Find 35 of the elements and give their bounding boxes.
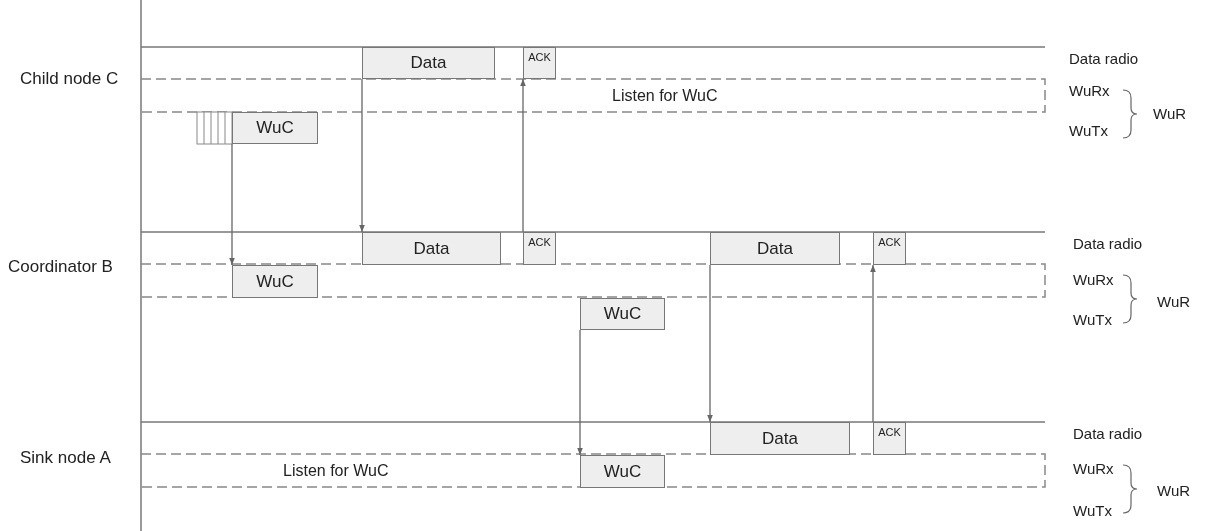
frame-box: Data — [710, 422, 850, 455]
frame-box: WuC — [580, 455, 665, 488]
frame-box: WuC — [580, 298, 665, 330]
row-label: WuTx — [1073, 310, 1112, 328]
row-label: WuTx — [1069, 121, 1108, 139]
row-label: WuRx — [1073, 459, 1114, 477]
ack-frame-box: ACK — [523, 232, 556, 265]
band-label: Listen for WuC — [612, 87, 718, 105]
arrow — [577, 329, 583, 456]
lane-name: Sink node A — [20, 448, 111, 468]
frame-box: Data — [710, 232, 840, 265]
group-label: WuR — [1157, 292, 1191, 310]
arrow — [707, 264, 713, 423]
row-label: WuRx — [1073, 270, 1114, 288]
ack-frame-box: ACK — [873, 232, 906, 265]
lane-name: Child node C — [20, 69, 119, 89]
arrow — [870, 264, 876, 423]
ack-frame-box: ACK — [873, 422, 906, 455]
frame-box: Data — [362, 232, 501, 265]
frame-box: WuC — [232, 112, 318, 144]
frame-box: WuC — [232, 265, 318, 298]
lane-name: Coordinator B — [8, 257, 113, 277]
row-label: Data radio — [1069, 49, 1139, 67]
arrow — [229, 143, 235, 266]
group-label: WuR — [1153, 104, 1187, 122]
row-label: Data radio — [1073, 424, 1143, 442]
row-label: Data radio — [1073, 234, 1143, 252]
group-label: WuR — [1157, 481, 1191, 499]
frame-box: Data — [362, 47, 495, 79]
band-label: Listen for WuC — [283, 462, 389, 480]
row-label: WuRx — [1069, 81, 1110, 99]
arrow — [359, 78, 365, 233]
row-label: WuTx — [1073, 501, 1112, 519]
arrow — [520, 78, 526, 233]
ack-frame-box: ACK — [523, 47, 556, 79]
